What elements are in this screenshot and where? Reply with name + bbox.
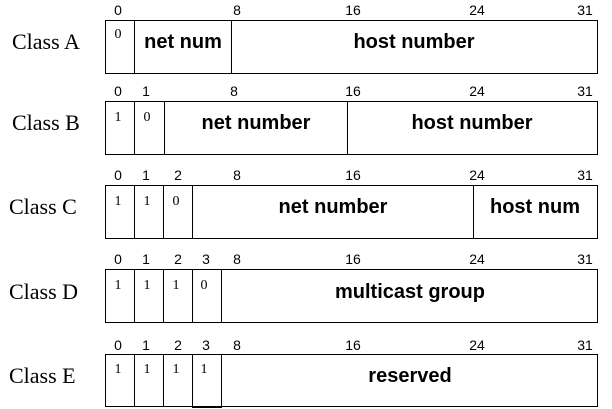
bit-tick: 0 [114, 167, 122, 183]
field-label: host num [490, 196, 580, 218]
bit-value: 1 [144, 278, 151, 293]
bit-value: 1 [115, 278, 122, 293]
bit-tick: 2 [174, 337, 182, 353]
bit-tick: 31 [577, 337, 593, 353]
bit-tick: 24 [469, 251, 485, 267]
class-e-row: Class E 0 1 2 3 8 16 24 31 1 1 1 1 reser… [9, 337, 598, 408]
bit-tick: 16 [345, 83, 361, 99]
class-c-row: Class C 0 1 2 8 16 24 31 1 1 0 net numbe… [9, 167, 598, 239]
bit-value: 1 [173, 362, 180, 377]
bit-tick: 31 [577, 167, 593, 183]
bit-tick: 0 [114, 83, 122, 99]
field-label: host number [411, 112, 532, 134]
bit-tick: 31 [577, 251, 593, 267]
bit-value: 0 [144, 110, 151, 125]
class-label: Class A [12, 29, 80, 54]
bit-value: 0 [201, 278, 208, 293]
bit-tick: 24 [469, 83, 485, 99]
bit-tick: 1 [142, 167, 150, 183]
field-label: host number [353, 31, 474, 53]
bit-value: 1 [144, 194, 151, 209]
field-label: reserved [368, 365, 451, 387]
bit-tick: 8 [233, 337, 241, 353]
bit-value: 1 [201, 362, 208, 377]
class-label: Class C [9, 194, 77, 219]
bit-value: 0 [115, 27, 122, 42]
address-box [105, 20, 598, 74]
bit-value: 0 [173, 194, 180, 209]
bit-tick: 0 [114, 251, 122, 267]
bit-value: 1 [144, 362, 151, 377]
bit-tick: 16 [345, 337, 361, 353]
class-label: Class E [9, 363, 76, 388]
bit-tick: 8 [230, 83, 238, 99]
field-label: net number [202, 112, 311, 134]
address-box [105, 185, 598, 239]
bit-tick: 2 [174, 251, 182, 267]
bit-value: 1 [173, 278, 180, 293]
class-d-row: Class D 0 1 2 3 8 16 24 31 1 1 1 0 multi… [9, 251, 598, 323]
field-label: net number [279, 196, 388, 218]
bit-tick: 1 [142, 83, 150, 99]
class-label: Class B [12, 110, 80, 135]
bit-tick: 24 [469, 337, 485, 353]
bit-tick: 24 [469, 2, 485, 18]
class-b-row: Class B 0 1 8 16 24 31 1 0 net number ho… [12, 83, 598, 155]
bit-tick: 1 [142, 337, 150, 353]
bit-tick: 16 [345, 2, 361, 18]
bit-tick: 0 [114, 2, 122, 18]
bit-tick: 31 [577, 83, 593, 99]
bit-tick: 2 [174, 167, 182, 183]
bit-value: 1 [115, 194, 122, 209]
field-label: net num [144, 31, 222, 53]
address-box [105, 354, 598, 407]
bit-tick: 24 [469, 167, 485, 183]
bit-value: 1 [115, 362, 122, 377]
bit-tick: 16 [345, 251, 361, 267]
address-box [105, 101, 598, 155]
bit-tick: 8 [233, 2, 241, 18]
bit-tick: 8 [233, 167, 241, 183]
address-box [105, 269, 598, 323]
bit-tick: 8 [233, 251, 241, 267]
bit-tick: 0 [114, 337, 122, 353]
field-label: multicast group [335, 281, 485, 303]
bit-tick: 3 [202, 251, 210, 267]
bit-tick: 16 [345, 167, 361, 183]
bit-value: 1 [115, 110, 122, 125]
class-label: Class D [9, 279, 78, 304]
bit-tick: 1 [142, 251, 150, 267]
bit-tick: 31 [577, 2, 593, 18]
bit-tick: 3 [202, 337, 210, 353]
class-a-row: Class A 0 8 16 24 31 0 net num host numb… [12, 2, 598, 74]
